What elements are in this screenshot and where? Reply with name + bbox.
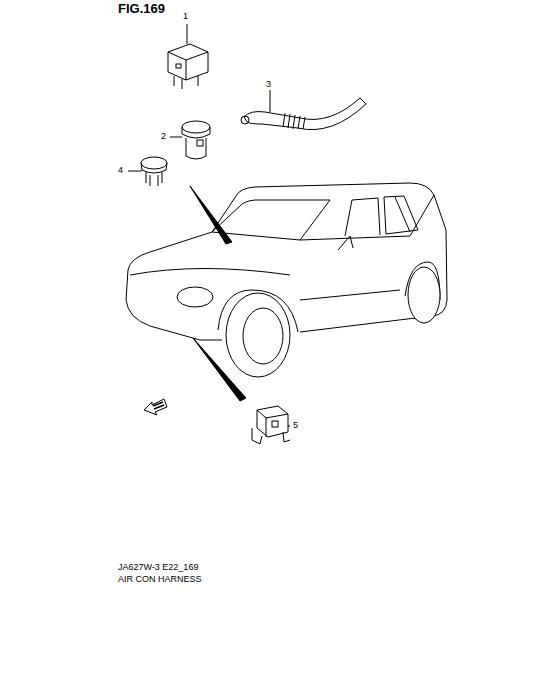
fwd-arrow	[144, 399, 167, 415]
figure-caption: AIR CON HARNESS	[118, 575, 202, 584]
callout-number: 1	[183, 12, 188, 21]
vehicle	[126, 183, 447, 377]
drawing-code: JA627W-3 E22_169	[118, 563, 198, 572]
relay	[168, 44, 208, 89]
hose	[241, 98, 366, 130]
figure-number: FIG.169	[118, 2, 165, 15]
callout-number: 5	[293, 421, 298, 430]
clip	[141, 157, 167, 186]
callout-number: 4	[118, 166, 123, 175]
callout-number: 2	[161, 132, 166, 141]
clip	[182, 121, 210, 159]
callout-number: 3	[266, 80, 271, 89]
connector	[252, 406, 290, 444]
